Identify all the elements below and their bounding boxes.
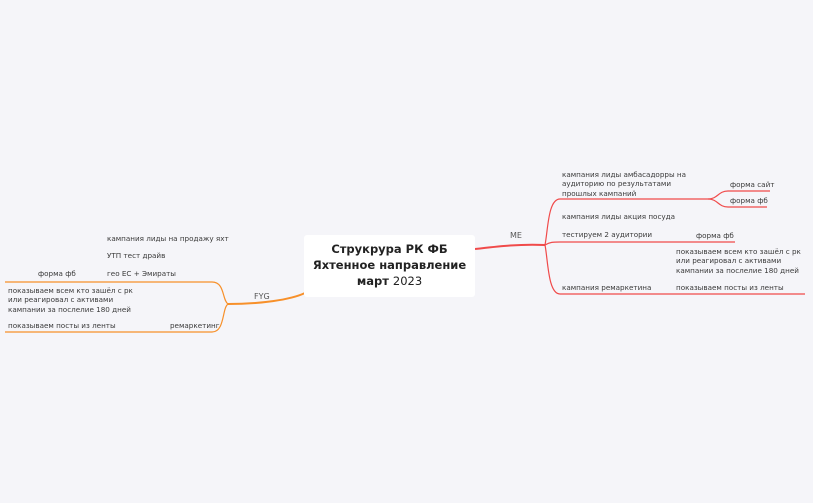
node-show-visitors-right[interactable]: показываем всем кто зашёл с рк или реаги… — [676, 247, 801, 275]
node-ambassador[interactable]: кампания лиды амбасадорры на аудиторию п… — [562, 170, 687, 198]
node-show-visitors-left[interactable]: показываем всем кто зашёл с рк или реаги… — [8, 286, 133, 314]
branch-me[interactable]: ME — [510, 231, 522, 240]
root-node[interactable]: Струкрура РК ФБ Яхтенное направление мар… — [304, 235, 475, 297]
node-test-audiences[interactable]: тестируем 2 аудитории — [562, 230, 653, 239]
node-show-posts-right[interactable]: показываем посты из ленты — [676, 283, 784, 292]
node-test-drive[interactable]: УТП тест драйв — [107, 251, 166, 260]
node-form-fb[interactable]: форма фб — [730, 196, 768, 205]
node-geo[interactable]: гео ЕС + Эмираты — [107, 269, 176, 278]
node-remarketing-left[interactable]: ремаркетинг — [170, 321, 220, 330]
root-title-line3: март 2023 — [304, 273, 475, 289]
node-show-posts-left[interactable]: показываем посты из ленты — [8, 321, 116, 330]
node-remarketing-right[interactable]: кампания ремаркетина — [562, 283, 652, 292]
root-title-line1: Струкрура РК ФБ — [331, 242, 448, 256]
node-form-fb-left[interactable]: форма фб — [38, 269, 76, 278]
branch-fyg[interactable]: FYG — [254, 292, 270, 301]
root-month: март — [356, 274, 389, 288]
node-form-fb-2[interactable]: форма фб — [696, 231, 734, 240]
root-year: 2023 — [392, 274, 423, 288]
node-dishes[interactable]: кампания лиды акция посуда — [562, 212, 676, 221]
node-form-site[interactable]: форма сайт — [730, 180, 775, 189]
node-yacht-leads[interactable]: кампания лиды на продажу яхт — [107, 234, 229, 243]
root-title-line2: Яхтенное направление — [312, 258, 467, 272]
